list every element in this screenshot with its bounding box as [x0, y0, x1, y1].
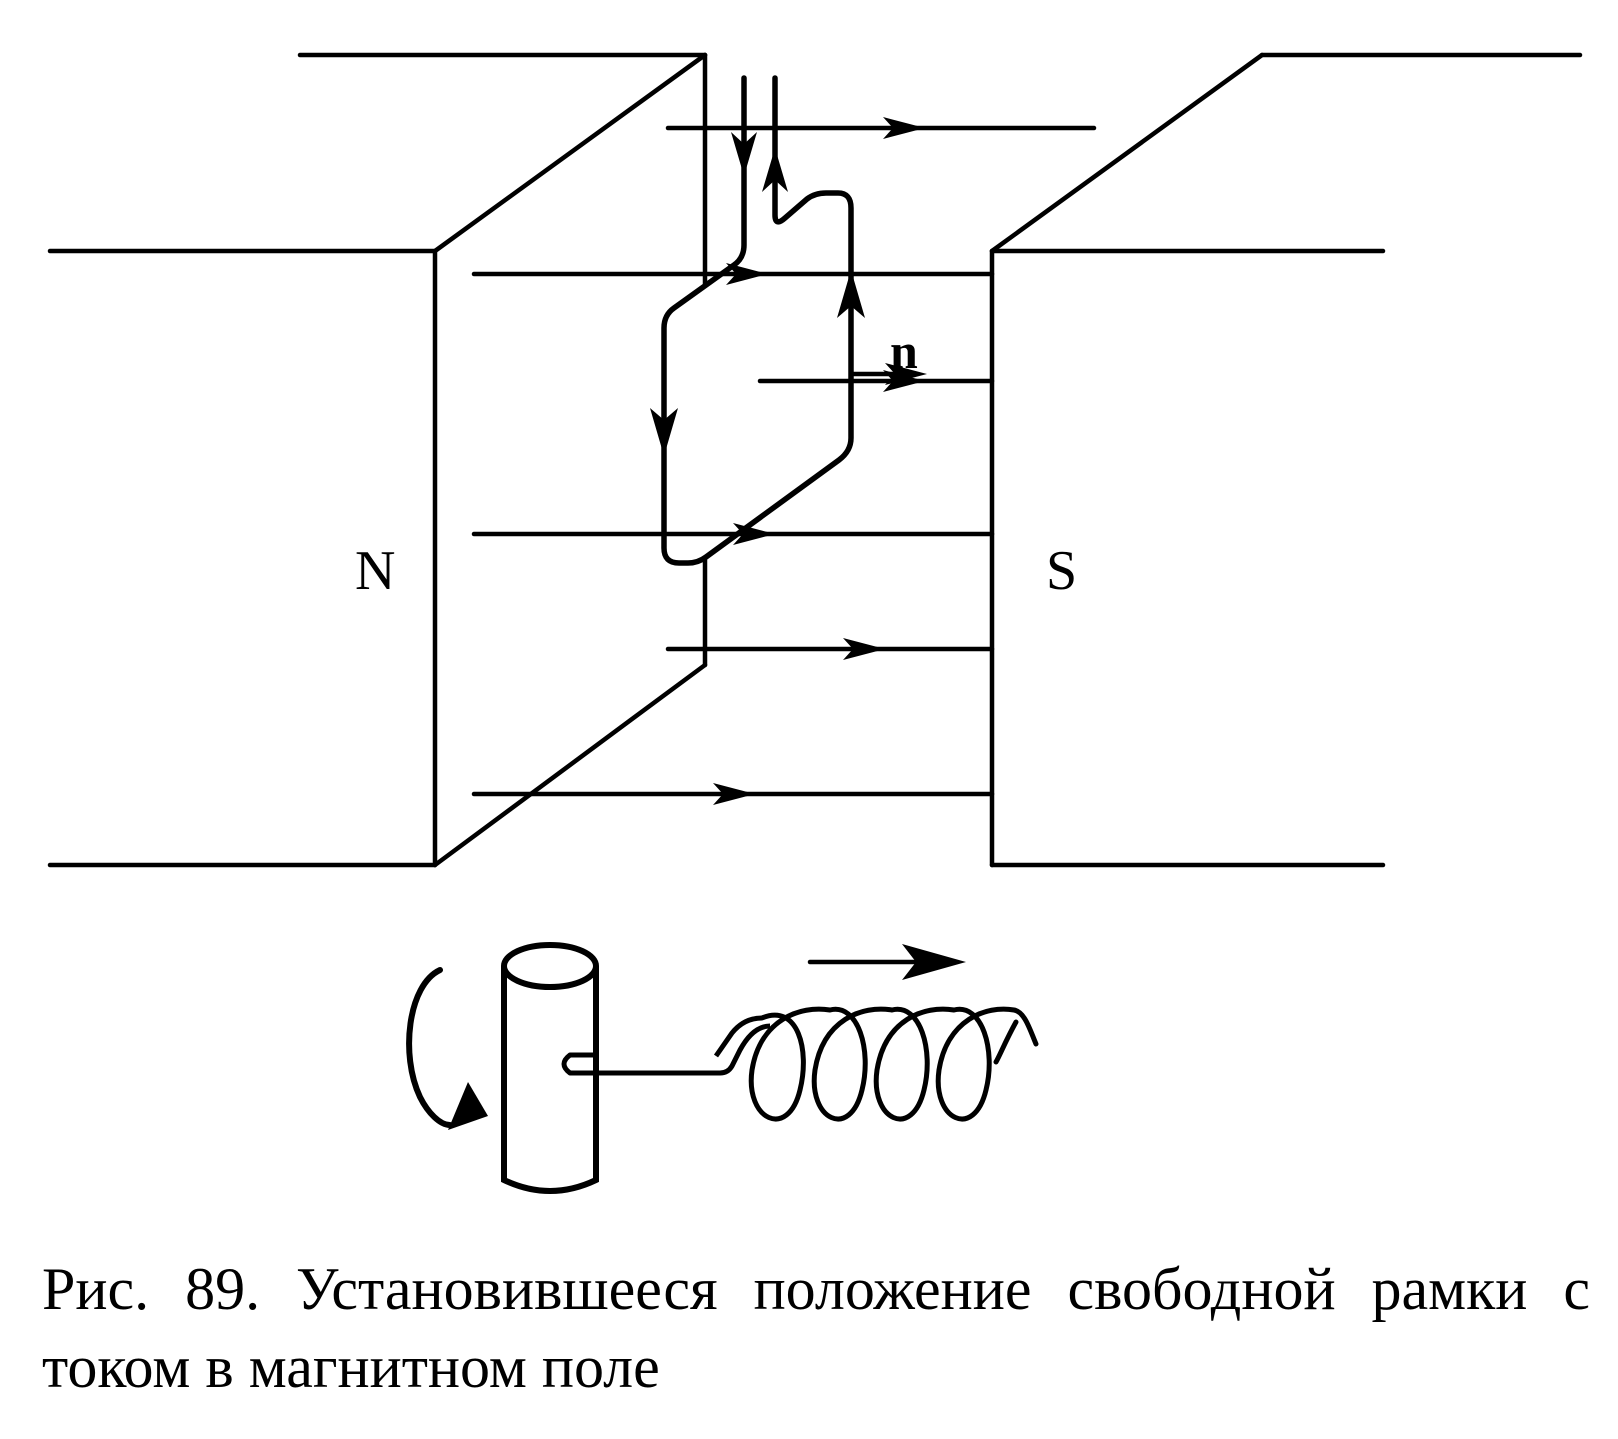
field-line	[665, 117, 1097, 139]
north-pole-block	[47, 52, 708, 868]
normal-label: n	[890, 323, 918, 379]
south-pole-label: S	[1046, 540, 1077, 602]
current-arrow-left-side	[650, 408, 678, 456]
north-pole-label: N	[355, 540, 395, 602]
field-line	[665, 638, 995, 660]
current-frame	[650, 75, 865, 566]
screw-spiral	[748, 1006, 1039, 1122]
figure-caption: Рис. 89. Установившееся положение свобод…	[42, 1256, 1590, 1400]
field-line	[471, 783, 995, 805]
gimlet-illustration	[406, 942, 1039, 1194]
south-pole-block	[989, 52, 1583, 868]
current-arrow-down-lead	[731, 132, 757, 176]
normal-vector: n	[849, 323, 927, 385]
current-arrow-right-side	[837, 270, 865, 318]
screw-shaft	[561, 1015, 771, 1076]
motion-arrow-icon	[807, 944, 966, 980]
field-line	[471, 263, 995, 285]
rotation-arrow-icon	[406, 967, 488, 1130]
current-arrow-up-lead	[762, 148, 788, 192]
magnet-frame-diagram: n N S	[47, 52, 1583, 1194]
handle-cylinder	[501, 942, 599, 1194]
